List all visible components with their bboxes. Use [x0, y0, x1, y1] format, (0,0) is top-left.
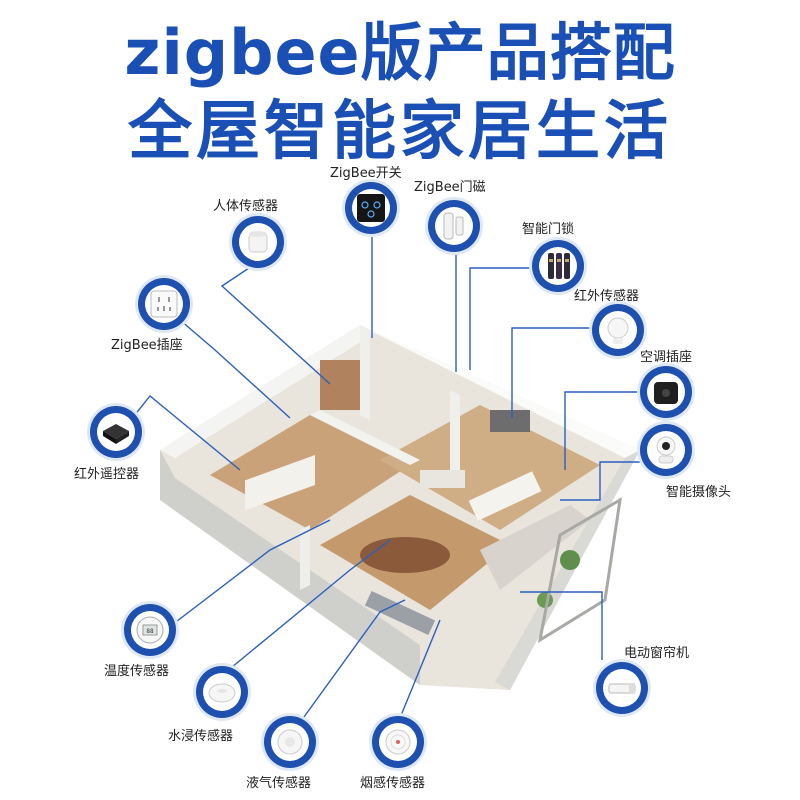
ac-socket-device[interactable] [640, 366, 692, 418]
door-sensor-icon [443, 212, 464, 240]
door-sensor-label: ZigBee门磁 [414, 180, 486, 195]
motion-sensor-icon [248, 231, 268, 253]
water-sensor-label: 水浸传感器 [168, 729, 234, 744]
curtain-motor-icon [608, 683, 636, 694]
ir-sensor-icon [607, 317, 629, 344]
camera-device[interactable] [640, 424, 692, 476]
gas-sensor-label: 液气传感器 [246, 776, 312, 791]
switch-label: ZigBee开关 [330, 166, 402, 181]
ir-remote-icon [103, 424, 129, 444]
camera-label: 智能摄像头 [666, 485, 732, 500]
smart-lock-device[interactable] [532, 240, 584, 292]
door-sensor-device[interactable] [428, 200, 480, 252]
socket-device[interactable] [138, 278, 190, 330]
socket-label: ZigBee插座 [111, 338, 183, 353]
lock-icon [548, 253, 570, 279]
ac-socket-icon [654, 382, 678, 404]
ir-sensor-label: 红外传感器 [574, 289, 640, 304]
svg-text:88: 88 [146, 628, 154, 635]
smoke-sensor-icon [385, 729, 411, 755]
ir-remote-device[interactable] [90, 406, 142, 458]
ir-remote-label: 红外遥控器 [74, 467, 140, 482]
gas-sensor-icon [277, 729, 303, 755]
temp-sensor-label: 温度传感器 [104, 664, 170, 679]
headline-line-2: 全屋智能家居生活 [128, 95, 672, 169]
curtain-label: 电动窗帘机 [624, 646, 690, 661]
water-sensor-device[interactable] [196, 666, 248, 718]
body-sensor-label: 人体传感器 [213, 199, 279, 214]
ac-socket-label: 空调插座 [640, 350, 693, 365]
switch-icon [357, 194, 385, 222]
smart-lock-label: 智能门锁 [522, 222, 575, 237]
ir-sensor-device[interactable] [592, 304, 644, 356]
water-sensor-icon [208, 683, 236, 703]
temp-sensor-device[interactable]: 88 [124, 604, 176, 656]
headline-line-1: zigbee版产品搭配 [124, 16, 676, 89]
thermometer-icon: 88 [136, 616, 164, 644]
socket-icon [150, 290, 178, 318]
curtain-device[interactable] [596, 662, 648, 714]
camera-icon [656, 436, 676, 464]
smoke-sensor-label: 烟感传感器 [360, 776, 426, 791]
smoke-sensor-device[interactable] [372, 716, 424, 768]
gas-sensor-device[interactable] [264, 716, 316, 768]
body-sensor-device[interactable] [232, 216, 284, 268]
switch-device[interactable] [345, 182, 397, 234]
